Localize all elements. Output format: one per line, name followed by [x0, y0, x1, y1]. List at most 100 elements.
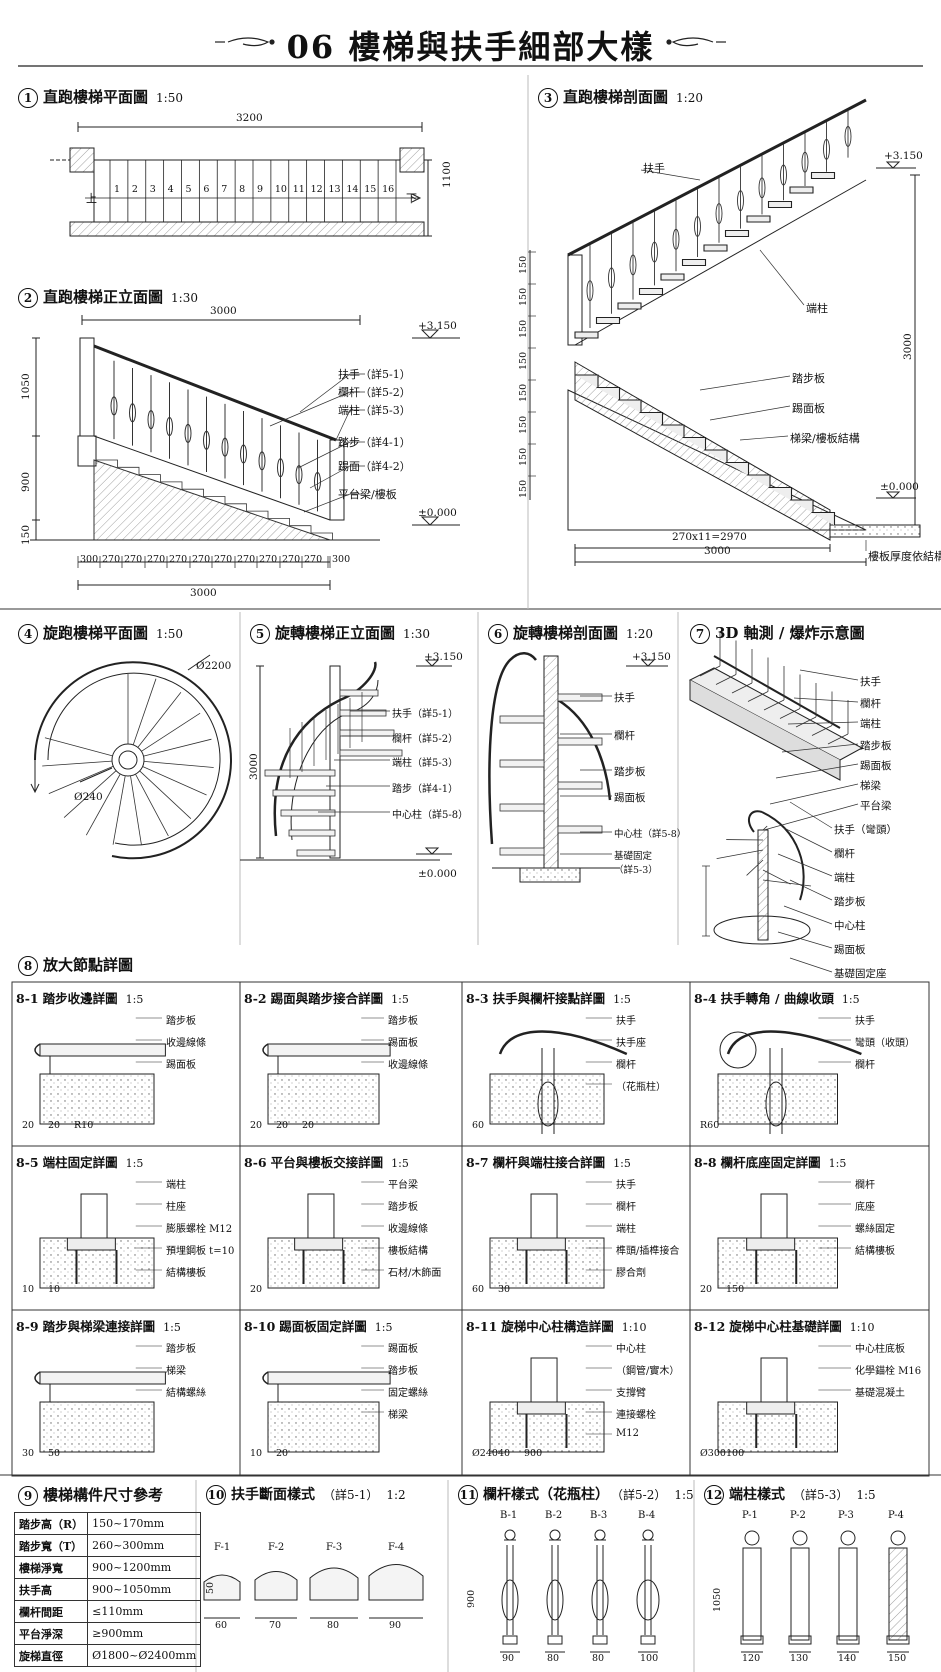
lower-step — [618, 399, 642, 413]
detail-label: 收邊線條 — [388, 1224, 428, 1235]
scale-label: 1:30 — [403, 627, 430, 641]
detail-nosing — [34, 1043, 41, 1057]
detail-label: 榫頭/插榫接合 — [616, 1246, 680, 1257]
spiral-tread — [557, 737, 603, 746]
detail-title: 旋梯中心柱構造詳圖 — [501, 1319, 614, 1334]
handrail-profile — [203, 1574, 241, 1601]
section-title: 旋跑樓梯平面圖 — [43, 624, 149, 642]
baluster-vase — [129, 403, 136, 423]
detail-label: 石材/木飾面 — [388, 1268, 442, 1279]
step-number: 6 — [203, 184, 210, 195]
straight-stair-plan — [50, 122, 432, 237]
spiral-tread — [296, 849, 336, 857]
baluster-vase — [314, 472, 321, 492]
detail-label: 底座 — [855, 1202, 875, 1213]
baluster-height: 900 — [466, 1589, 477, 1608]
detail-bolt — [525, 1414, 568, 1448]
detail-label: 基礎混凝土 — [855, 1388, 905, 1399]
detail-label: 踢面板 — [388, 1038, 418, 1049]
detail-scale: 1:5 — [613, 993, 631, 1006]
detail-scale: 1:10 — [621, 1321, 647, 1334]
detail-scale: 1:10 — [849, 1321, 875, 1334]
spec-key: 扶手高 — [13, 1578, 89, 1601]
callout-stringer: 梯梁/樓板結構 — [790, 432, 860, 445]
newel-base — [836, 1635, 860, 1645]
detail-dim: 30 — [498, 1284, 511, 1295]
axo-callout-a: 欄杆 — [860, 698, 881, 710]
baluster-top — [594, 1529, 606, 1541]
lower-step — [596, 386, 621, 401]
detail-label: M12 — [616, 1428, 639, 1439]
tread — [638, 287, 664, 296]
detail-label: 預埋鋼板 t=10 — [166, 1246, 235, 1257]
step-number: 16 — [382, 184, 395, 195]
bottom-dim-value: 270 — [124, 554, 143, 565]
callout-leader — [269, 391, 365, 427]
section-title: 樓梯構件尺寸參考 — [43, 1486, 164, 1504]
spiral-tread-line — [142, 766, 207, 796]
baluster-vase — [651, 241, 658, 263]
detail-title: 欄杆底座固定詳圖 — [720, 1155, 821, 1170]
handrail-profile — [254, 1571, 298, 1601]
detail-code: 8-9 — [16, 1319, 39, 1334]
spiral-sec-callout: （詳5-3） — [614, 865, 658, 876]
spiral-elev-callout: 扶手（詳5-1） — [392, 709, 459, 720]
handrail-type: F-4 — [388, 1542, 405, 1553]
detail-label: 端柱 — [166, 1180, 186, 1191]
step-number: 8 — [239, 184, 246, 195]
elev-callout: 平台梁/樓板 — [338, 488, 397, 501]
spiral-tread-line — [141, 712, 201, 752]
step-profile — [289, 525, 312, 533]
detail-bolt — [755, 1250, 798, 1284]
detail-dim: 10 — [250, 1448, 263, 1459]
detail-label: 欄杆 — [616, 1202, 636, 1213]
detail-scale: 1:5 — [828, 1157, 847, 1170]
step-profile — [246, 510, 269, 519]
detail-tread — [39, 1043, 166, 1057]
tread — [810, 171, 836, 180]
step-number: 10 — [274, 184, 287, 195]
detail-title: 欄杆與端柱接合詳圖 — [492, 1155, 606, 1170]
detail-label: 結構螺絲 — [166, 1388, 206, 1399]
detail-scale: 1:5 — [391, 993, 409, 1006]
tread — [789, 186, 814, 194]
tread — [767, 200, 793, 209]
baluster-vase — [608, 267, 615, 289]
step-number: 9 — [257, 184, 264, 195]
detail-title: 旋梯中心柱基礎詳圖 — [729, 1319, 842, 1334]
axo-callout-b: 端柱 — [834, 872, 855, 884]
spiral-tread-line — [137, 691, 182, 748]
detail-title: 踢面板固定詳圖 — [279, 1319, 367, 1334]
section-title: 直跑樓梯剖面圖 — [563, 88, 669, 106]
spiral-plan — [30, 654, 232, 860]
spiral-elev-level-bottom: ±0.000 — [418, 868, 457, 880]
section-number: 8 — [18, 956, 38, 976]
newel-shaft — [888, 1547, 908, 1641]
spiral-tread — [272, 789, 336, 797]
callout-leader — [777, 853, 833, 877]
baluster-width: 80 — [592, 1653, 605, 1664]
lower-step — [747, 474, 771, 488]
detail-nosing — [262, 1371, 269, 1385]
section-number: 10 — [206, 1485, 226, 1505]
tread — [595, 316, 621, 325]
plan-up-label: 上 — [86, 192, 97, 205]
detail-nosing — [34, 1371, 41, 1385]
detail-label: 扶手 — [616, 1016, 636, 1027]
detail-baluster — [541, 1048, 555, 1134]
spec-value: 900~1050mm — [87, 1578, 202, 1601]
lower-step — [704, 449, 728, 463]
elev-height-900: 900 — [20, 471, 32, 492]
title-block: 06 樓梯與扶手細部大樣 — [0, 14, 941, 74]
baluster-vase — [501, 1579, 519, 1621]
elev-top-dim: 3000 — [210, 305, 237, 317]
step-number: 3 — [149, 184, 156, 195]
newel-height: 1050 — [712, 1587, 723, 1612]
callout-leader — [769, 783, 859, 805]
spec-key: 樓梯淨寬 — [13, 1556, 89, 1579]
axonometric-views — [688, 655, 864, 945]
